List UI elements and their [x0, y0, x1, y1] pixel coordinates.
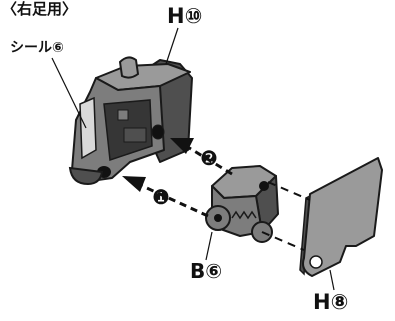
seal-6	[79, 96, 97, 160]
label-part-h8: H⑧	[313, 290, 349, 314]
step-2-badge: ❷	[200, 146, 218, 170]
part-h10-bottom-foot	[68, 166, 104, 186]
step-1-badge: ❶	[152, 185, 170, 209]
part-h10-top-peg	[118, 56, 140, 79]
diagram-title: 〈右足用〉	[2, 0, 78, 18]
part-h10	[68, 56, 193, 186]
label-part-b6: B⑥	[190, 259, 223, 283]
part-b6	[205, 165, 279, 243]
label-part-h10: H⑩	[167, 4, 203, 28]
arrow-step-1	[122, 176, 209, 218]
leader-lines	[51, 27, 335, 291]
part-h8	[299, 157, 383, 277]
part-h10-hole-upper	[151, 124, 165, 140]
part-h8-face	[302, 157, 383, 277]
alignment-lines	[261, 181, 311, 251]
arrow-step-2	[170, 138, 233, 176]
label-seal-6: シール⑥	[10, 40, 64, 56]
